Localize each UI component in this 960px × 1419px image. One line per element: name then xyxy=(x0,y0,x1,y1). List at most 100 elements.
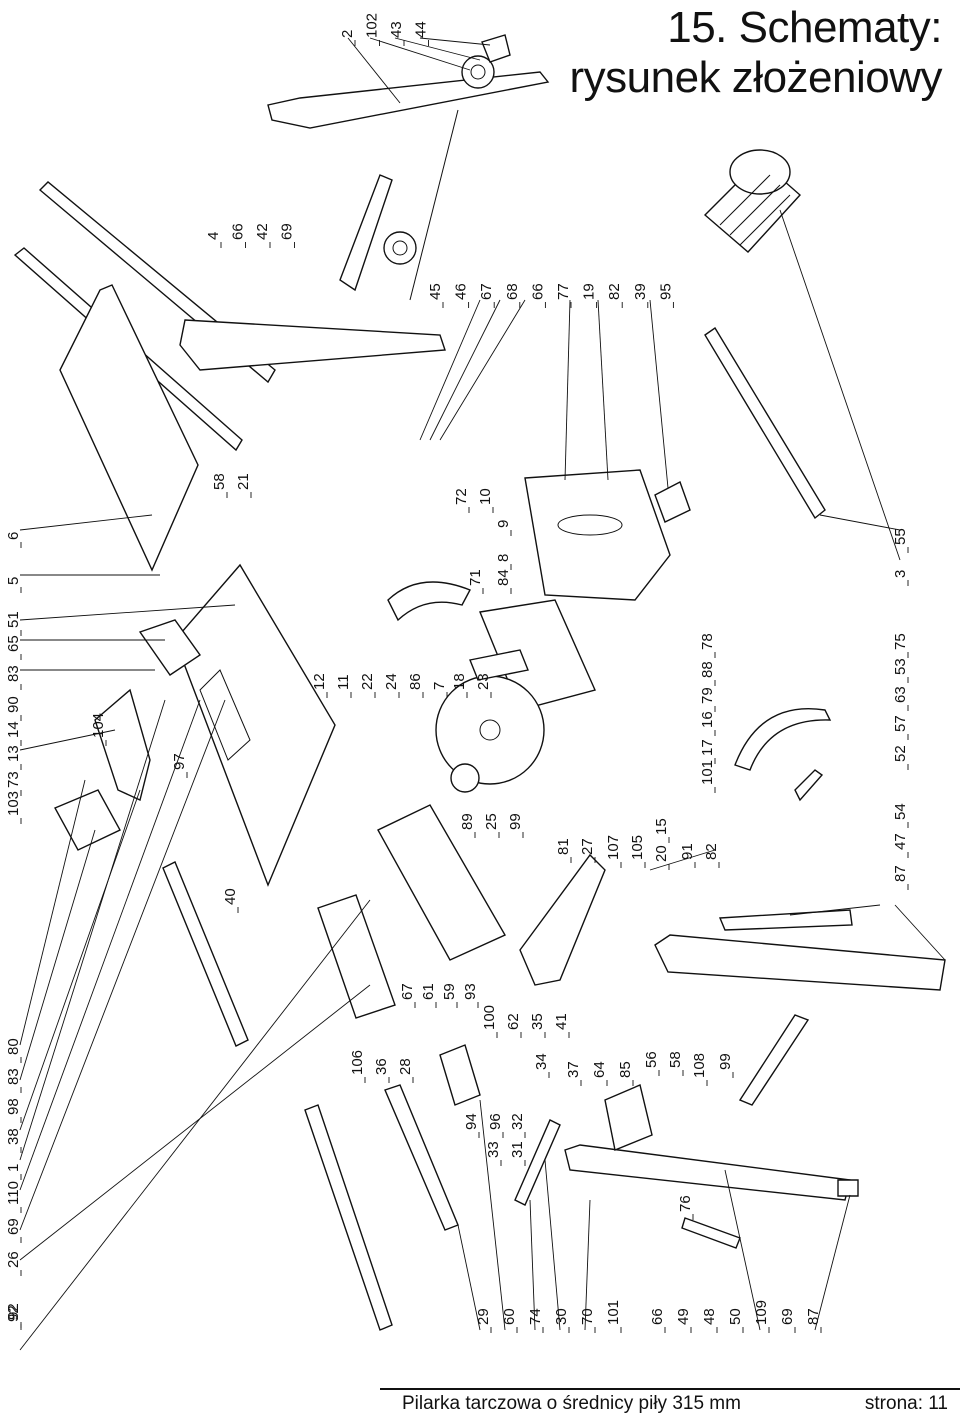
part-number-label: 32 xyxy=(509,1113,526,1130)
part-number-label: 82 xyxy=(703,843,720,860)
pulley xyxy=(450,763,480,793)
part-number-label: 108 xyxy=(691,1053,708,1078)
part-number-label: 5 xyxy=(5,577,22,585)
part-number-label: 91 xyxy=(679,843,696,860)
part-number-label: 89 xyxy=(459,813,476,830)
part-number-label: 24 xyxy=(383,673,400,690)
part-number-label: 46 xyxy=(453,283,470,300)
right-leg xyxy=(738,1014,810,1106)
fence-plate-lower xyxy=(54,789,121,851)
part-number-label: 20 xyxy=(653,845,670,862)
part-number-label: 13 xyxy=(5,745,22,762)
part-number-label: 30 xyxy=(553,1308,570,1325)
part-number-label: 27 xyxy=(579,838,596,855)
fence-plate-upper xyxy=(138,619,201,676)
part-drawings xyxy=(13,34,946,1331)
part-number-label: 19 xyxy=(581,283,598,300)
wheel-bracket-top xyxy=(481,34,511,63)
part-number-label: 94 xyxy=(463,1113,480,1130)
part-number-label: 75 xyxy=(892,633,909,650)
leader-lines xyxy=(19,37,946,1351)
part-number-label: 48 xyxy=(701,1308,718,1325)
part-number-label: 102 xyxy=(364,13,381,38)
part-number-label: 51 xyxy=(5,611,22,628)
part-number-label: 43 xyxy=(388,21,405,38)
part-number-label: 76 xyxy=(677,1195,694,1212)
lower-frame-rail-right xyxy=(654,934,946,991)
part-number-label: 67 xyxy=(399,983,416,1000)
part-number-label: 34 xyxy=(533,1053,550,1070)
part-number-label: 59 xyxy=(441,983,458,1000)
part-number-label: 60 xyxy=(501,1308,518,1325)
part-number-label: 26 xyxy=(5,1251,22,1268)
page-title-line-2: rysunek złożeniowy xyxy=(569,53,943,102)
part-number-label: 87 xyxy=(805,1308,822,1325)
fence-handle xyxy=(94,688,151,801)
extension-table-panel xyxy=(59,284,199,572)
part-number-label: 50 xyxy=(727,1308,744,1325)
riving-bracket-plate xyxy=(479,599,596,711)
wheel-middle xyxy=(383,231,417,265)
part-number-label: 82 xyxy=(606,283,623,300)
part-number-label: 66 xyxy=(230,223,247,240)
part-number-label: 72 xyxy=(453,488,470,505)
part-number-label: 79 xyxy=(699,687,716,704)
part-number-label: 100 xyxy=(481,1005,498,1030)
part-number-label: 15 xyxy=(653,818,670,835)
part-number-label: 16 xyxy=(699,711,716,728)
part-number-label: 74 xyxy=(527,1308,544,1325)
wheel-axle-rail xyxy=(339,174,393,292)
part-number-label: 8 xyxy=(495,554,512,562)
part-number-label: 40 xyxy=(222,888,239,905)
part-number-label: 45 xyxy=(427,283,444,300)
part-number-label: 10 xyxy=(477,488,494,505)
part-number-label: 87 xyxy=(892,865,909,882)
part-number-label: 25 xyxy=(483,813,500,830)
part-number-label: 105 xyxy=(629,835,646,860)
part-number-label: 99 xyxy=(717,1053,734,1070)
part-number-label: 28 xyxy=(397,1058,414,1075)
motor-mount-flange xyxy=(654,481,691,523)
part-number-label: 3 xyxy=(892,570,909,578)
part-number-label: 65 xyxy=(5,635,22,652)
part-number-label: 14 xyxy=(5,721,22,738)
part-number-label: 29 xyxy=(475,1308,492,1325)
part-number-label: 22 xyxy=(359,673,376,690)
part-number-label: 101 xyxy=(605,1300,622,1325)
switch-box xyxy=(604,1084,653,1151)
part-number-label: 35 xyxy=(529,1013,546,1030)
part-number-label: 54 xyxy=(892,803,909,820)
lever xyxy=(794,769,824,802)
part-number-label: 52 xyxy=(892,745,909,762)
part-number-label: 42 xyxy=(254,223,271,240)
part-number-label: 23 xyxy=(475,673,492,690)
part-number-label: 33 xyxy=(485,1141,502,1158)
part-number-label: 85 xyxy=(617,1061,634,1078)
part-number-label: 55 xyxy=(892,528,909,545)
saw-blade xyxy=(435,649,545,785)
tilt-bracket xyxy=(519,853,606,986)
part-number-label: 98 xyxy=(5,1098,22,1115)
motor xyxy=(703,149,801,253)
part-number-label: 110 xyxy=(5,1181,22,1205)
dust-hose xyxy=(734,708,832,771)
part-number-label: 58 xyxy=(667,1051,684,1068)
part-number-label: 99 xyxy=(507,813,524,830)
page-title-line-1: 15. Schematy: xyxy=(667,3,942,52)
part-number-label: 1 xyxy=(5,1164,22,1172)
part-number-label: 6 xyxy=(5,532,22,540)
part-number-label: 96 xyxy=(487,1113,504,1130)
part-number-label: 78 xyxy=(699,633,716,650)
part-number-label: 80 xyxy=(5,1038,22,1055)
cover-panel xyxy=(377,804,506,961)
part-number-label: 63 xyxy=(892,686,909,703)
part-number-label: 93 xyxy=(462,983,479,1000)
part-number-label: 2 xyxy=(339,30,356,38)
leg-rail-short xyxy=(514,1119,561,1206)
part-number-label: 77 xyxy=(555,283,572,300)
part-number-label: 97 xyxy=(171,753,188,770)
part-number-label: 64 xyxy=(591,1061,608,1078)
part-number-label: 88 xyxy=(699,661,716,678)
